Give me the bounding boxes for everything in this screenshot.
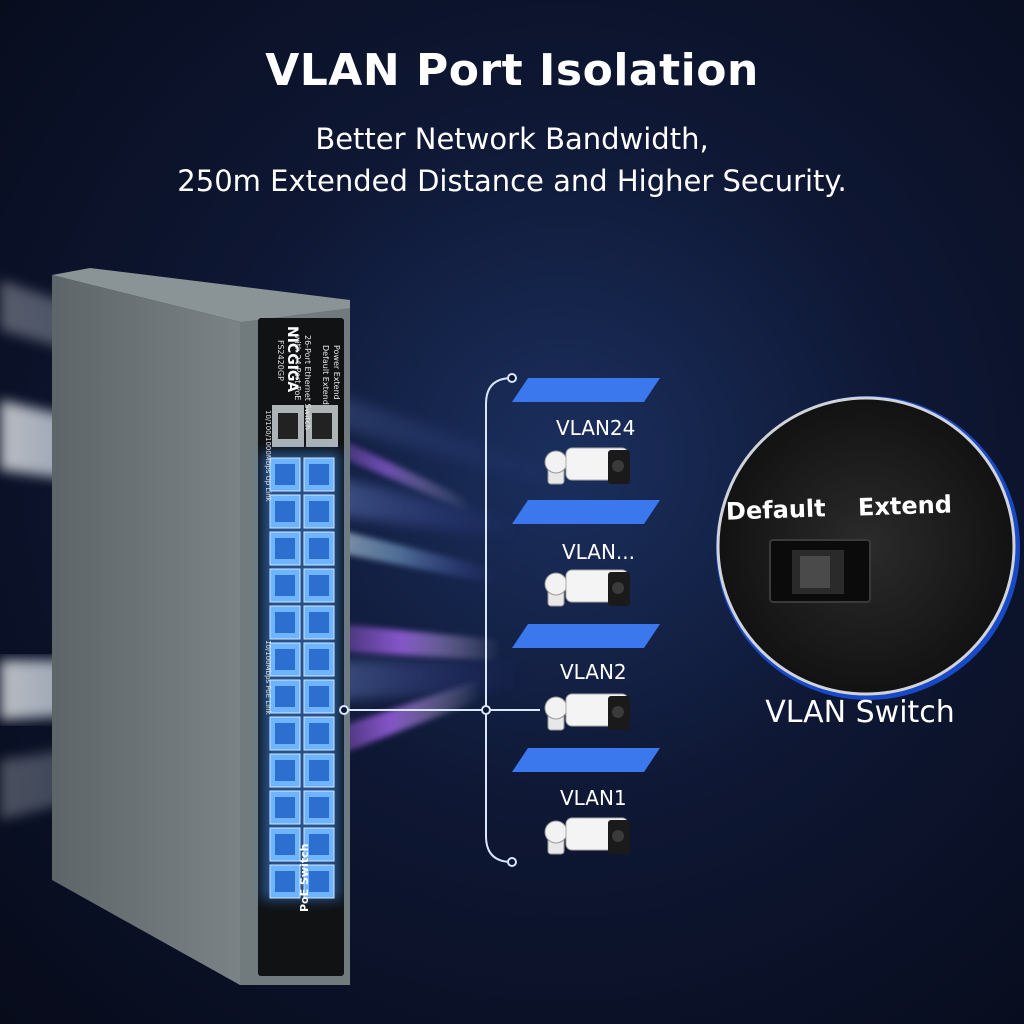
poe-port <box>269 642 301 677</box>
uplink-label: 10/100/1000Mbps Up Link <box>264 410 272 502</box>
poe-port <box>303 531 335 566</box>
poe-port <box>303 827 335 862</box>
poe-port <box>303 457 335 492</box>
camera-icon <box>544 693 630 731</box>
poe-port <box>269 753 301 788</box>
vlan-bracket <box>344 377 540 863</box>
poe-port <box>303 605 335 640</box>
poe-port <box>269 494 301 529</box>
poe-port <box>303 494 335 529</box>
device-model: FS2420GP <box>276 340 285 381</box>
poe-port <box>269 864 301 899</box>
bracket-node-top <box>507 373 517 383</box>
page-subtitle: Better Network Bandwidth, 250m Extended … <box>0 118 1024 202</box>
subtitle-line-1: Better Network Bandwidth, <box>315 122 709 156</box>
poe-link-label: 10/100Mbps PoE Link <box>264 640 272 715</box>
vlan-bar <box>512 748 660 772</box>
toggle-switch-icon <box>769 539 871 603</box>
poe-port <box>303 864 335 899</box>
page-title: VLAN Port Isolation <box>265 45 759 96</box>
camera-icon <box>544 447 630 485</box>
poe-port <box>269 790 301 825</box>
poe-port <box>269 457 301 492</box>
vlan-switch-zoom <box>716 396 1020 700</box>
device-description-2: with 24-Port PoE <box>293 335 302 401</box>
poe-port <box>269 531 301 566</box>
poe-port <box>269 568 301 603</box>
poe-port <box>303 568 335 603</box>
poe-port <box>303 790 335 825</box>
vlan-bar <box>512 378 660 402</box>
poe-ports <box>269 457 335 899</box>
poe-port <box>303 716 335 751</box>
vlan-label-24: VLAN24 <box>556 416 636 440</box>
poe-port <box>269 716 301 751</box>
vlan-switch-caption: VLAN Switch <box>765 695 955 730</box>
poe-port <box>303 753 335 788</box>
vlan-bar <box>512 624 660 648</box>
vlan-label-1: VLAN1 <box>560 786 627 810</box>
device-description-1: 26-Port Ethernet Switch <box>303 335 312 430</box>
poe-port <box>269 827 301 862</box>
poe-port <box>269 679 301 714</box>
camera-icon <box>544 817 630 855</box>
zoom-default-label: Default <box>725 494 827 526</box>
mode-label: Default Extend <box>321 345 330 405</box>
poe-port <box>303 642 335 677</box>
bracket-node-bottom <box>507 857 517 867</box>
vlan-bar <box>512 500 660 524</box>
subtitle-line-2: 250m Extended Distance and Higher Securi… <box>177 164 847 198</box>
bracket-node-mid <box>481 705 491 715</box>
bracket-node-switch <box>339 705 349 715</box>
network-switch <box>52 268 350 985</box>
poe-switch-label: PoE Switch <box>298 843 311 912</box>
vlan-label-2: VLAN2 <box>560 660 627 684</box>
power-label: Power Extend <box>332 345 341 400</box>
poe-port <box>303 679 335 714</box>
vlan-label-ellipsis: VLAN... <box>562 540 635 564</box>
vlan-groups <box>512 378 660 855</box>
zoom-extend-label: Extend <box>857 490 953 522</box>
camera-icon <box>544 569 630 607</box>
poe-port <box>269 605 301 640</box>
